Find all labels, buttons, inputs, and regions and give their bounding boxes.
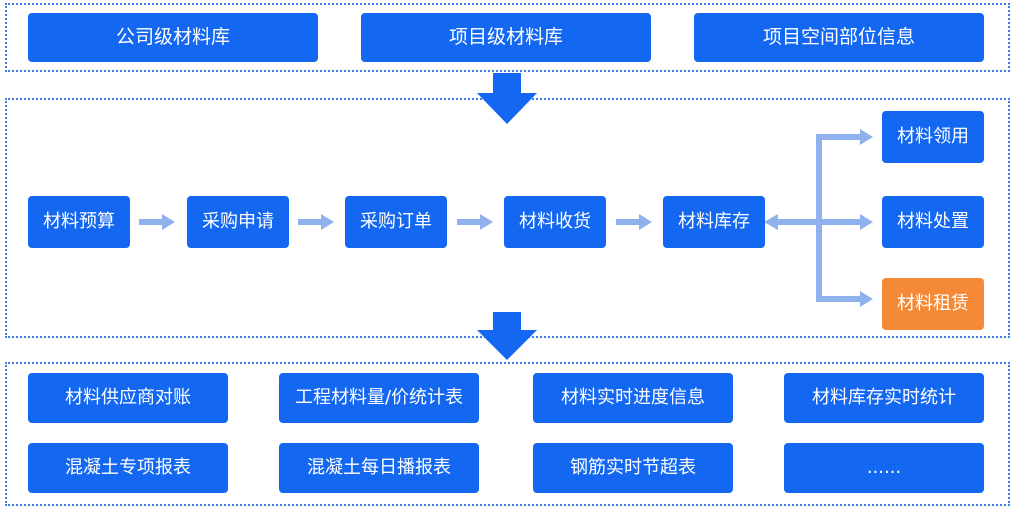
branch-material-lease: 材料租赁 xyxy=(882,278,984,330)
company-material-library: 公司级材料库 xyxy=(28,13,318,62)
flow-step-receipt: 材料收货 xyxy=(504,196,606,248)
report-supplier-reconciliation: 材料供应商对账 xyxy=(28,373,228,423)
report-material-volume-price: 工程材料量/价统计表 xyxy=(279,373,479,423)
report-material-progress: 材料实时进度信息 xyxy=(533,373,733,423)
flow-step-budget: 材料预算 xyxy=(28,196,130,248)
branch-material-use: 材料领用 xyxy=(882,111,984,163)
flow-step-purchase-request: 采购申请 xyxy=(187,196,289,248)
flow-step-inventory: 材料库存 xyxy=(663,196,765,248)
report-concrete-special: 混凝土专项报表 xyxy=(28,443,228,493)
report-more: ...... xyxy=(784,443,984,493)
report-concrete-daily: 混凝土每日播报表 xyxy=(279,443,479,493)
project-material-library: 项目级材料库 xyxy=(361,13,651,62)
report-steel-overrun: 钢筋实时节超表 xyxy=(533,443,733,493)
report-inventory-stats: 材料库存实时统计 xyxy=(784,373,984,423)
branch-material-disposal: 材料处置 xyxy=(882,196,984,248)
flow-step-purchase-order: 采购订单 xyxy=(345,196,447,248)
project-space-info: 项目空间部位信息 xyxy=(694,13,984,62)
